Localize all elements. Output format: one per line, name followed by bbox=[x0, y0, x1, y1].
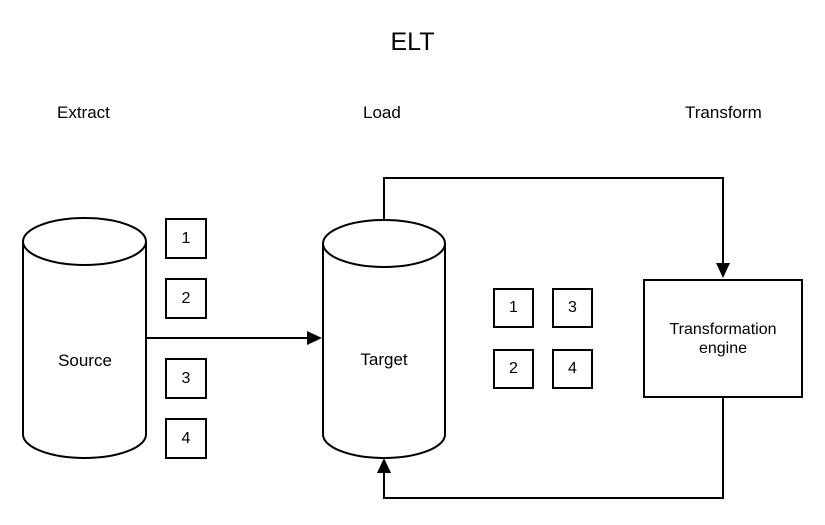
flow-lines bbox=[146, 177, 724, 499]
stage-label-load: Load bbox=[363, 103, 401, 122]
arrowheads bbox=[307, 263, 730, 473]
source-cylinder-shape bbox=[22, 217, 147, 459]
source-data-box-4: 4 bbox=[165, 418, 207, 459]
transformation-engine-node: Transformation engine bbox=[643, 279, 803, 398]
arrowhead-engine-to-target bbox=[377, 458, 391, 473]
flow-target-to-engine-line bbox=[383, 177, 724, 264]
source-node-label: Source bbox=[58, 351, 112, 370]
staging-data-box-1: 1 bbox=[493, 288, 534, 328]
source-data-box-2: 2 bbox=[165, 278, 207, 319]
flow-engine-to-target-line bbox=[383, 398, 724, 499]
source-cylinder-body bbox=[22, 241, 147, 459]
staging-data-box-2: 2 bbox=[493, 349, 534, 389]
source-cylinder-top bbox=[22, 217, 147, 266]
arrowhead-target-to-engine bbox=[716, 263, 730, 278]
stage-label-transform: Transform bbox=[685, 103, 762, 122]
source-data-box-1: 1 bbox=[165, 218, 207, 259]
stage-label-extract: Extract bbox=[57, 103, 110, 122]
target-cylinder-top bbox=[322, 219, 446, 268]
transformation-engine-label: Transformation engine bbox=[669, 320, 777, 357]
source-data-box-3: 3 bbox=[165, 358, 207, 399]
staging-data-box-4: 4 bbox=[552, 349, 593, 389]
target-node-label: Target bbox=[360, 350, 408, 369]
target-cylinder-shape bbox=[322, 219, 446, 459]
staging-data-box-3: 3 bbox=[552, 288, 593, 328]
arrowhead-source-to-target bbox=[307, 331, 322, 345]
diagram-title: ELT bbox=[390, 28, 435, 56]
